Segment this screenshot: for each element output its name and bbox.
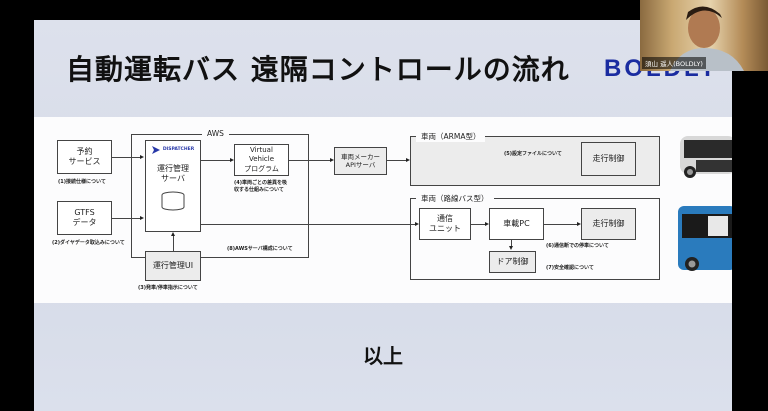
connector [201,160,230,161]
arrow-head [140,155,144,159]
gtfs-data-box: GTFS データ [57,201,112,235]
closing-text: 以上 [363,344,403,368]
database-icon [161,191,185,211]
reservation-note: (1)接続仕様について [58,179,106,185]
ops-ui-box: 運行管理UI [145,251,201,281]
connector [112,218,141,219]
participant-name: 須山 遥人(BOLDLY) [642,57,706,69]
arrow-head [577,222,581,226]
presentation-slide: 自動運転バス 遠隔コントロールの流れ BOLDLY AWS 予約 サービス (1… [34,20,732,411]
arrow-head [330,158,334,162]
virtual-vehicle-note: (4)車両ごとの差異を吸 収する仕組みについて [234,180,288,193]
reservation-service-box: 予約 サービス [57,140,112,174]
route-bus-vehicle-group [410,198,660,280]
dispatcher-brand: DISPATCHER [162,147,195,153]
slide-title: 自動運転バス 遠隔コントロールの流れ [66,53,570,86]
connector [471,224,485,225]
arrow-head [171,232,175,236]
route-bus-label: 車両（路線バス型） [416,193,494,204]
arrow-head [406,158,410,162]
aws-label: AWS [202,129,229,138]
connector [112,157,141,158]
route-bus-image [678,206,732,271]
arrow-head [415,222,419,226]
comm-unit-box: 通信 ユニット [419,208,471,240]
arrow-head [509,246,513,250]
route-control-note: (6)通信断での停車について [546,243,609,249]
dispatcher-icon [151,146,160,154]
door-note: (7)安全確認について [546,265,594,271]
door-control-box: ドア制御 [489,251,536,273]
architecture-diagram: AWS 予約 サービス (1)接続仕様について GTFS データ (2)ダイヤデ… [34,117,732,303]
participant-video[interactable]: 須山 遥人(BOLDLY) [640,0,768,71]
arrow-head [230,158,234,162]
virtual-vehicle-box: Virtual Vehicle プログラム [234,144,289,176]
arma-note: (5)設定ファイルについて [504,151,562,157]
connector [289,160,330,161]
gtfs-note: (2)ダイヤデータ取込みについて [52,240,125,246]
aws-note: (8)AWSサーバ構成について [227,246,293,252]
arma-label: 車両（ARMA型） [416,131,486,142]
ops-server-label: 運行管理 サーバ [157,164,189,184]
onboard-pc-box: 車載PC [489,208,544,240]
dispatcher-logo: DISPATCHER [151,146,195,154]
arma-bus-image [680,136,732,178]
arrow-head [140,216,144,220]
connector [201,224,415,225]
maker-api-box: 車両メーカー APIサーバ [334,147,387,175]
connector [544,224,577,225]
arma-drive-control-box: 走行制御 [581,142,636,176]
ops-server-box: DISPATCHER 運行管理 サーバ [145,140,201,232]
connector [173,236,174,251]
connector [511,240,512,247]
arrow-head [485,222,489,226]
ops-ui-note: (3)発車/停車指示について [138,285,198,291]
route-drive-control-box: 走行制御 [581,208,636,240]
connector [387,160,406,161]
